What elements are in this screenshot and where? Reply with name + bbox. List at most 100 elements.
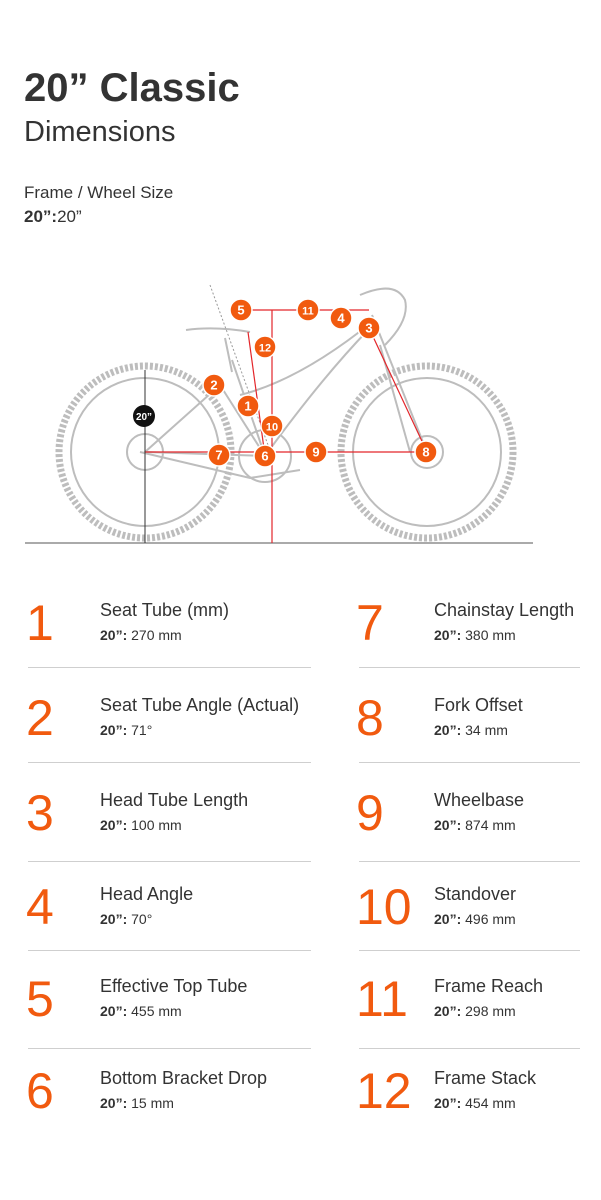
- spec-measurement: 454 mm: [465, 1095, 516, 1111]
- divider: [28, 950, 311, 951]
- marker-4: 4: [329, 306, 353, 330]
- spec-size: 20”:: [100, 911, 128, 927]
- spec-number: 6: [26, 1063, 54, 1119]
- spec-measurement: 496 mm: [465, 911, 516, 927]
- marker-label: 12: [259, 343, 271, 355]
- marker-2: 2: [202, 373, 226, 397]
- spec-label: Frame Stack: [434, 1068, 537, 1088]
- spec-measurement: 100 mm: [131, 817, 182, 833]
- spec-measurement: 455 mm: [131, 1003, 182, 1019]
- spec-label: Effective Top Tube: [100, 976, 248, 996]
- frame-size: 20”:: [24, 207, 58, 226]
- spec-value: 20”: 34 mm: [434, 722, 508, 738]
- divider: [359, 861, 580, 862]
- spec-value: 20”: 15 mm: [100, 1095, 174, 1111]
- spec-number: 9: [356, 785, 384, 841]
- divider: [28, 667, 311, 668]
- wheel-size-badge: 20”: [133, 405, 155, 427]
- spec-size: 20”:: [434, 911, 462, 927]
- page-subtitle: Dimensions: [24, 116, 176, 148]
- front-wheel: [337, 362, 517, 542]
- spec-measurement: 70°: [131, 911, 153, 927]
- spec-size: 20”:: [100, 817, 128, 833]
- divider: [28, 1048, 311, 1049]
- spec-size: 20”:: [434, 1095, 462, 1111]
- spec-label: Fork Offset: [434, 695, 523, 715]
- marker-5: 5: [229, 298, 253, 322]
- divider: [359, 1048, 580, 1049]
- marker-label: 3: [365, 321, 372, 336]
- marker-8: 8: [414, 440, 438, 464]
- marker-label: 11: [302, 306, 314, 318]
- marker-label: 10: [266, 422, 278, 434]
- marker-label: 7: [215, 448, 222, 463]
- spec-size: 20”:: [434, 722, 462, 738]
- spec-value: 20”: 454 mm: [434, 1095, 516, 1111]
- spec-label: Chainstay Length: [434, 600, 575, 620]
- marker-11: 11: [296, 298, 320, 322]
- marker-9: 9: [304, 440, 328, 464]
- spec-measurement: 71°: [131, 722, 153, 738]
- divider: [28, 762, 311, 763]
- spec-value: 20”: 100 mm: [100, 817, 182, 833]
- spec-measurement: 380 mm: [465, 627, 516, 643]
- spec-label: Head Angle: [100, 884, 194, 904]
- marker-label: 4: [337, 311, 345, 326]
- marker-label: 8: [422, 445, 429, 460]
- spec-label: Bottom Bracket Drop: [100, 1068, 268, 1088]
- spec-value: 20”: 874 mm: [434, 817, 516, 833]
- spec-measurement: 874 mm: [465, 817, 516, 833]
- spec-size: 20”:: [100, 1095, 128, 1111]
- marker-12: 12: [253, 335, 277, 359]
- spec-number: 8: [356, 690, 384, 746]
- spec-label: Frame Reach: [434, 976, 544, 996]
- spec-number: 7: [356, 595, 384, 651]
- spec-number: 4: [26, 879, 54, 935]
- spec-size: 20”:: [100, 722, 128, 738]
- frame-wheel-size-label: Frame / Wheel Size: [24, 183, 174, 202]
- divider: [28, 861, 311, 862]
- marker-label: 9: [312, 445, 319, 460]
- spec-value: 20”: 71°: [100, 722, 152, 738]
- spec-size: 20”:: [100, 1003, 128, 1019]
- spec-number: 3: [26, 785, 54, 841]
- spec-measurement: 34 mm: [465, 722, 508, 738]
- marker-3: 3: [357, 316, 381, 340]
- divider: [359, 667, 580, 668]
- marker-1: 1: [236, 394, 260, 418]
- spec-number: 10: [356, 879, 412, 935]
- marker-label: 2: [210, 378, 217, 393]
- spec-value: 20”: 70°: [100, 911, 152, 927]
- wheel-size-badge-label: 20”: [136, 412, 152, 423]
- spec-label: Seat Tube (mm): [100, 600, 230, 620]
- spec-number: 2: [26, 690, 54, 746]
- wheel-size: 20”: [57, 207, 82, 226]
- spec-label: Standover: [434, 884, 517, 904]
- marker-label: 1: [244, 399, 251, 414]
- spec-size: 20”:: [434, 1003, 462, 1019]
- bike-illustration: [55, 287, 517, 542]
- spec-value: 20”: 380 mm: [434, 627, 516, 643]
- spec-value: 20”: 298 mm: [434, 1003, 516, 1019]
- spec-label: Seat Tube Angle (Actual): [100, 695, 300, 715]
- spec-size: 20”:: [434, 817, 462, 833]
- frame-wheel-size-value: 20”:20”: [24, 207, 82, 227]
- spec-value: 20”: 270 mm: [100, 627, 182, 643]
- spec-size: 20”:: [434, 627, 462, 643]
- marker-label: 5: [237, 303, 244, 318]
- spec-number: 12: [356, 1063, 412, 1119]
- spec-number: 11: [356, 971, 408, 1027]
- marker-label: 6: [261, 449, 268, 464]
- spec-measurement: 15 mm: [131, 1095, 174, 1111]
- spec-label: Wheelbase: [434, 790, 525, 810]
- spec-size: 20”:: [100, 627, 128, 643]
- divider: [359, 762, 580, 763]
- spec-value: 20”: 455 mm: [100, 1003, 182, 1019]
- spec-value: 20”: 496 mm: [434, 911, 516, 927]
- marker-10: 10: [260, 414, 284, 438]
- divider: [359, 950, 580, 951]
- spec-measurement: 270 mm: [131, 627, 182, 643]
- spec-measurement: 298 mm: [465, 1003, 516, 1019]
